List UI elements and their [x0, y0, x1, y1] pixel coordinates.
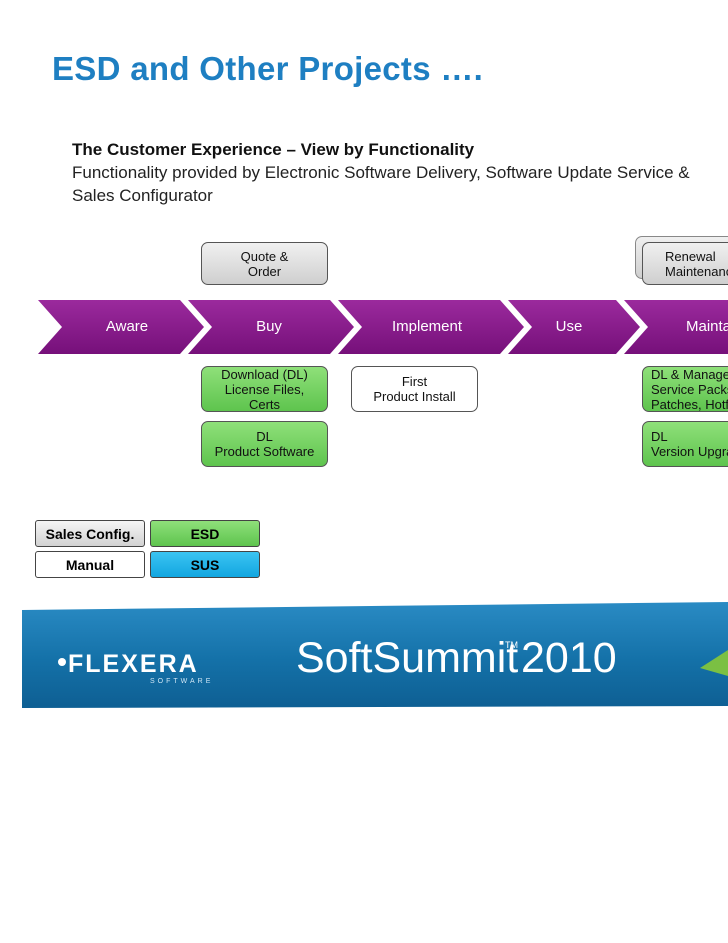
stage-label-use: Use [555, 318, 583, 335]
stage-label-implement: Implement [391, 318, 463, 335]
corner-graphic [700, 650, 728, 676]
stage-chevron-use [508, 300, 640, 354]
stage-chevron-aware [38, 300, 204, 354]
slide-description-line1: Functionality provided by Electronic Sof… [72, 163, 690, 182]
legend-sales-config: Sales Config. [35, 520, 145, 547]
first-install-box: First Product Install [351, 366, 478, 412]
dl-version-upgrades-box: DL Version Upgrades [642, 421, 728, 467]
event-year: 2010 [521, 634, 617, 682]
download-license-box: Download (DL) License Files, Certs [201, 366, 328, 412]
process-flow [38, 300, 728, 354]
legend-esd: ESD [150, 520, 260, 547]
dl-service-packs-box: DL & Manage Service Packs, Patches, Hotf… [642, 366, 728, 412]
stage-chevron-implement [338, 300, 524, 354]
stage-label-aware: Aware [105, 318, 149, 335]
dl-product-software-box: DL Product Software [201, 421, 328, 467]
stage-label-buy: Buy [256, 318, 282, 335]
trademark-text: TM [505, 640, 518, 650]
slide-heading: The Customer Experience – View by Functi… [72, 140, 475, 159]
renewal-maintenance-box: Renewal Maintenance [642, 242, 728, 285]
footer-banner [22, 602, 728, 708]
flexera-logo-text: FLEXERA [68, 650, 199, 678]
flexera-logo-subtext: SOFTWARE [150, 678, 214, 685]
legend-sus: SUS [150, 551, 260, 578]
flexera-logo-icon [58, 658, 66, 666]
stage-chevron-maintain [624, 300, 728, 354]
legend-manual: Manual [35, 551, 145, 578]
stage-label-maintain: Maintain [686, 318, 728, 335]
stage-chevron-buy [188, 300, 354, 354]
softsummit-text: SoftSummit [296, 634, 519, 682]
slide-title: ESD and Other Projects …. [52, 50, 484, 87]
slide-description-line2: Sales Configurator [72, 186, 213, 205]
quote-order-box: Quote & Order [201, 242, 328, 285]
